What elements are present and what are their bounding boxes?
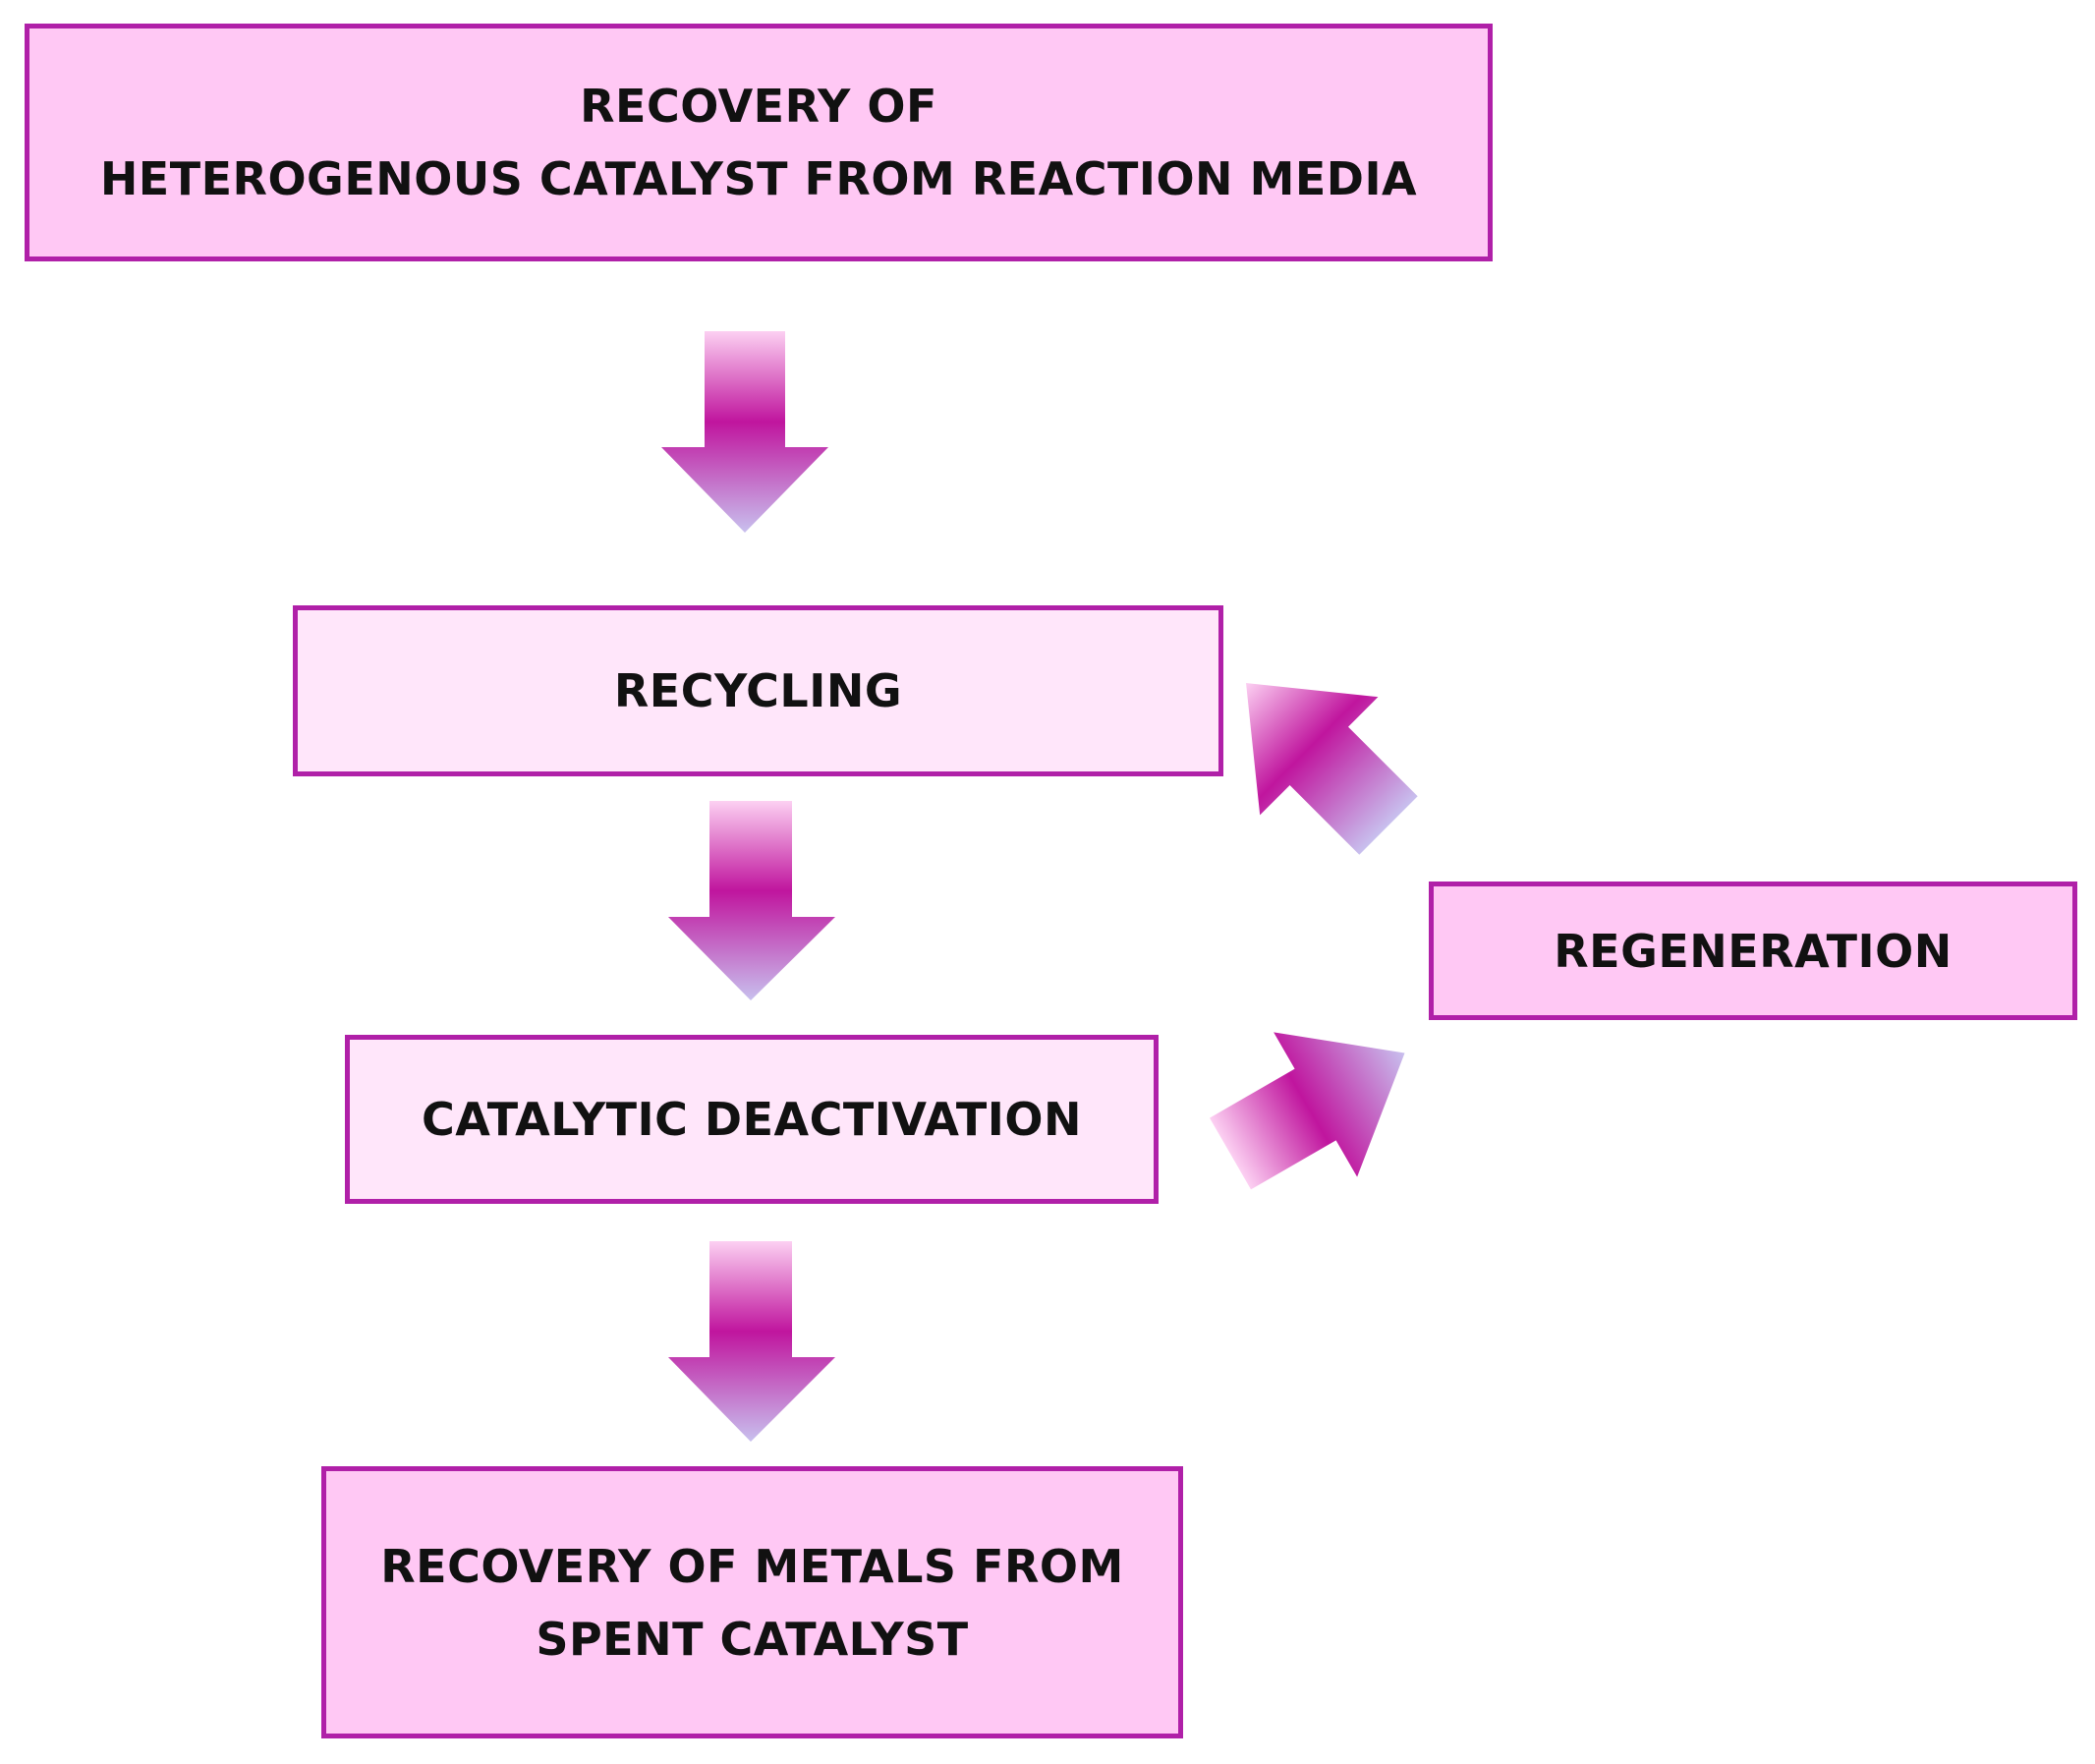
node-catalytic-deactivation: CATALYTIC DEACTIVATION bbox=[345, 1035, 1159, 1204]
arrow-down-icon bbox=[668, 801, 835, 1000]
node-label-line: RECOVERY OF bbox=[580, 80, 937, 133]
node-label-line: REGENERATION bbox=[1554, 924, 1953, 978]
node-label-line: CATALYTIC DEACTIVATION bbox=[422, 1093, 1082, 1146]
arrow-up-right-icon bbox=[1210, 1032, 1405, 1190]
node-label-line: RECOVERY OF METALS FROM bbox=[380, 1539, 1124, 1593]
node-label-line: RECYCLING bbox=[613, 664, 903, 717]
node-regeneration: REGENERATION bbox=[1429, 882, 2077, 1020]
arrow-down-icon bbox=[668, 1241, 835, 1442]
node-recovery-of-metals: RECOVERY OF METALS FROM SPENT CATALYST bbox=[321, 1466, 1183, 1738]
arrow-up-left-icon bbox=[1246, 683, 1418, 855]
node-label-line: SPENT CATALYST bbox=[536, 1612, 969, 1666]
node-recovery-heterogenous-catalyst: RECOVERY OF HETEROGENOUS CATALYST FROM R… bbox=[25, 24, 1493, 261]
node-label-line: HETEROGENOUS CATALYST FROM REACTION MEDI… bbox=[99, 152, 1418, 205]
node-recycling: RECYCLING bbox=[293, 605, 1223, 776]
arrow-down-icon bbox=[661, 331, 828, 533]
